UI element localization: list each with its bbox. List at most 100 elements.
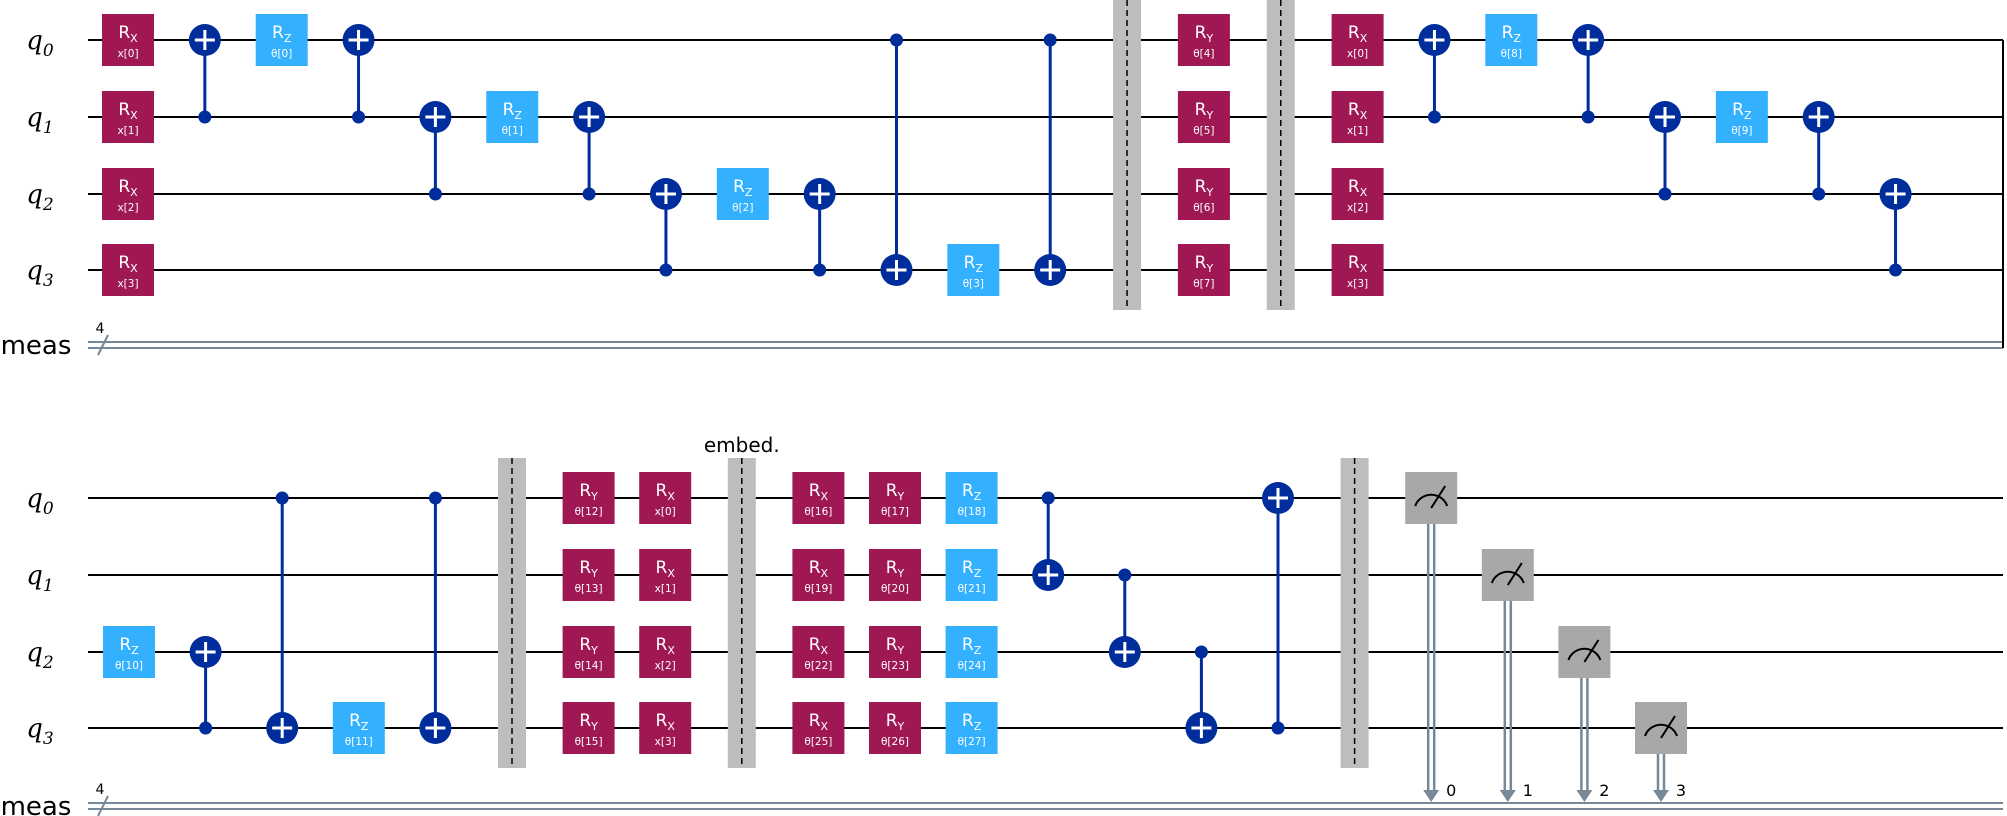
meter-icon [1644,723,1678,737]
gate-box [1485,14,1538,66]
gate-box [1331,91,1384,143]
rx-gate: RXx[1] [1331,91,1384,143]
gate-name: RY [579,558,598,580]
cnot-gate [188,24,221,124]
rx-gate: RXx[0] [639,472,692,524]
control-dot [890,33,903,47]
gate-parameter: x[3] [655,736,676,748]
ry-gate: RYθ[7] [1177,244,1230,296]
qubit-label: q2 [26,180,53,215]
cnot-gate [419,101,452,201]
gate-parameter: θ[17] [881,506,909,518]
gate-name: RY [1195,23,1214,45]
control-dot [1041,491,1055,505]
gate-box [562,549,615,601]
barrier [498,458,526,768]
register-size-label: 4 [96,321,105,337]
measure-box [1558,626,1611,678]
gate-name: RZ [964,253,984,275]
gate-parameter: x[2] [1347,202,1368,214]
gate-box [1715,91,1768,143]
gate-box [639,626,692,678]
control-dot [659,263,673,277]
gate-box [102,91,154,143]
barrier: layer 1 [1266,0,1295,310]
gate-box [869,702,921,754]
gate-parameter: θ[19] [804,583,832,595]
cnot-gate [189,636,222,735]
gate-parameter: x[3] [1347,278,1368,290]
measure-arrowhead [1576,790,1593,802]
gate-name: RZ [962,711,982,733]
barrier [1113,0,1142,310]
cnot-gate [342,24,375,124]
classical-bit-label: 1 [1523,781,1533,800]
gate-parameter: θ[14] [575,660,603,672]
gate-name: RY [579,635,598,657]
measure-arrowhead [1499,790,1516,802]
measure-gate: 2 [1558,626,1611,802]
gate-box [945,549,998,601]
gate-box [792,702,845,754]
rx-gate: RXx[2] [1331,168,1384,220]
meter-needle-icon [1583,639,1600,663]
gate-name: RZ [733,177,753,199]
gate-name: RX [118,177,138,199]
gate-box [562,472,615,524]
cnot-gate [1879,178,1912,277]
gate-box [255,14,308,66]
rz-gate: RZθ[11] [332,702,385,754]
gate-parameter: θ[11] [345,736,373,748]
gate-name: RZ [962,558,982,580]
control-dot [1658,187,1672,201]
gate-box [1331,168,1384,220]
qubit-label: q0 [26,26,54,61]
rz-gate: RZθ[10] [103,626,155,678]
cnot-gate [1032,491,1065,591]
gate-name: RZ [1502,23,1522,45]
control-dot [1043,33,1057,47]
gate-name: RY [886,558,905,580]
gate-parameter: x[1] [117,125,138,137]
rx-gate: RXx[3] [639,702,692,754]
meter-icon [1414,493,1449,507]
gate-box [716,168,769,220]
gate-box [1331,244,1384,296]
rz-gate: RZθ[24] [945,626,998,678]
control-dot [352,110,366,124]
gate-parameter: θ[13] [575,583,603,595]
gate-parameter: θ[1] [502,125,523,137]
barrier: embed. [704,433,780,768]
gate-name: RY [1195,253,1214,275]
rx-gate: RXx[1] [639,549,692,601]
gate-parameter: θ[9] [1731,125,1752,137]
control-dot [1118,568,1132,582]
cnot-gate [1262,482,1294,735]
classical-bit-label: 2 [1599,781,1609,800]
gate-box [562,702,615,754]
gate-box [945,472,998,524]
ry-gate: RYθ[15] [562,702,615,754]
control-dot [582,187,596,201]
gate-name: RY [579,711,598,733]
gate-box [486,91,539,143]
control-dot [1271,721,1285,735]
gate-name: RY [886,481,905,503]
gate-parameter: x[3] [117,278,138,290]
control-dot [198,110,212,124]
rz-gate: RZθ[27] [945,702,998,754]
gate-name: RX [809,558,829,580]
ry-gate: RYθ[12] [562,472,615,524]
gate-name: RX [1348,23,1368,45]
qubit-label: q1 [26,103,53,138]
meter-needle-icon [1506,562,1523,586]
barrier-label: embed. [704,433,780,457]
ry-gate: RYθ[23] [869,626,921,678]
measure-box [1405,472,1458,524]
rx-gate: RXθ[22] [792,626,845,678]
gate-parameter: x[2] [655,660,676,672]
control-dot [428,187,442,201]
register-size-label: 4 [96,782,105,798]
gate-box [1177,14,1230,66]
